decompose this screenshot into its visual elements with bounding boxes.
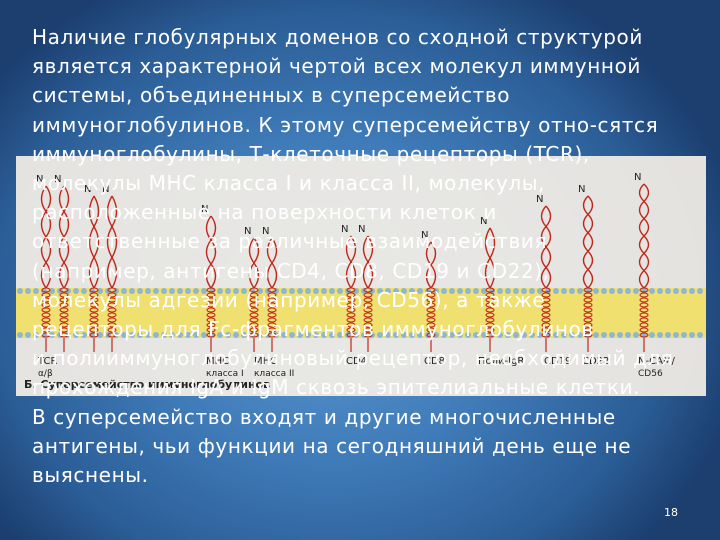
molecule-label: CD22	[582, 356, 609, 367]
molecule-chain: N	[341, 224, 357, 352]
molecule-chain: N	[480, 216, 496, 352]
n-terminus-label: N	[634, 172, 641, 183]
molecule-label-line2: CD56	[638, 369, 663, 379]
molecule-chain: N	[578, 184, 594, 352]
molecule-label-line2: класса I	[206, 369, 244, 379]
slide-body-text: Наличие глобулярных доменов со сходной с…	[32, 25, 674, 488]
n-terminus-label: N	[201, 204, 208, 215]
molecule-label: CD4	[346, 356, 367, 367]
n-terminus-label: N	[421, 230, 428, 241]
n-terminus-label: N	[262, 226, 269, 237]
molecule-chain: N	[262, 226, 278, 352]
figure-background	[16, 156, 706, 396]
n-terminus-label: N	[244, 226, 251, 237]
molecule-chain: N	[536, 194, 552, 352]
molecule-label-line2: класса II	[254, 369, 294, 379]
molecule-label-line2: α/β	[38, 369, 53, 379]
figure-caption: Б. Суперсемейство иммуноглобулинов	[24, 378, 270, 391]
molecule-labels: TCR α/β MHC класса I MHC класса II CD4 CD8 Поли-…	[37, 356, 676, 379]
n-terminus-label: N	[54, 174, 61, 185]
molecule-chain: N	[36, 174, 52, 352]
molecule-label: CD19	[544, 356, 571, 367]
molecule-chain: N	[244, 226, 260, 352]
n-terminus-label: N	[358, 224, 365, 235]
molecule-label: TCR	[37, 356, 58, 367]
molecule-chain: N	[358, 224, 374, 352]
n-terminus-label: N	[536, 194, 543, 205]
n-terminus-label: N	[36, 174, 43, 185]
n-terminus-label: N	[480, 216, 487, 227]
molecule-label: CD8	[424, 356, 445, 367]
molecule-chain: N	[54, 174, 70, 352]
n-terminus-label: N	[578, 184, 585, 195]
slide-number: 18	[664, 506, 678, 519]
n-terminus-label: N	[102, 184, 109, 195]
molecule-label: MHC	[206, 356, 229, 367]
molecule-label: N-CAM/	[638, 356, 676, 367]
molecule-chain: N	[201, 204, 217, 352]
molecule-chain: N	[421, 230, 437, 352]
molecule-chain: N	[102, 184, 118, 352]
n-terminus-label: N	[341, 224, 348, 235]
n-terminus-label: N	[84, 184, 91, 195]
molecule-chain: N	[84, 184, 100, 352]
molecule-label: MHC	[254, 356, 277, 367]
molecule-label: Поли-IgR	[478, 356, 524, 367]
molecule-chain: N	[634, 172, 650, 352]
